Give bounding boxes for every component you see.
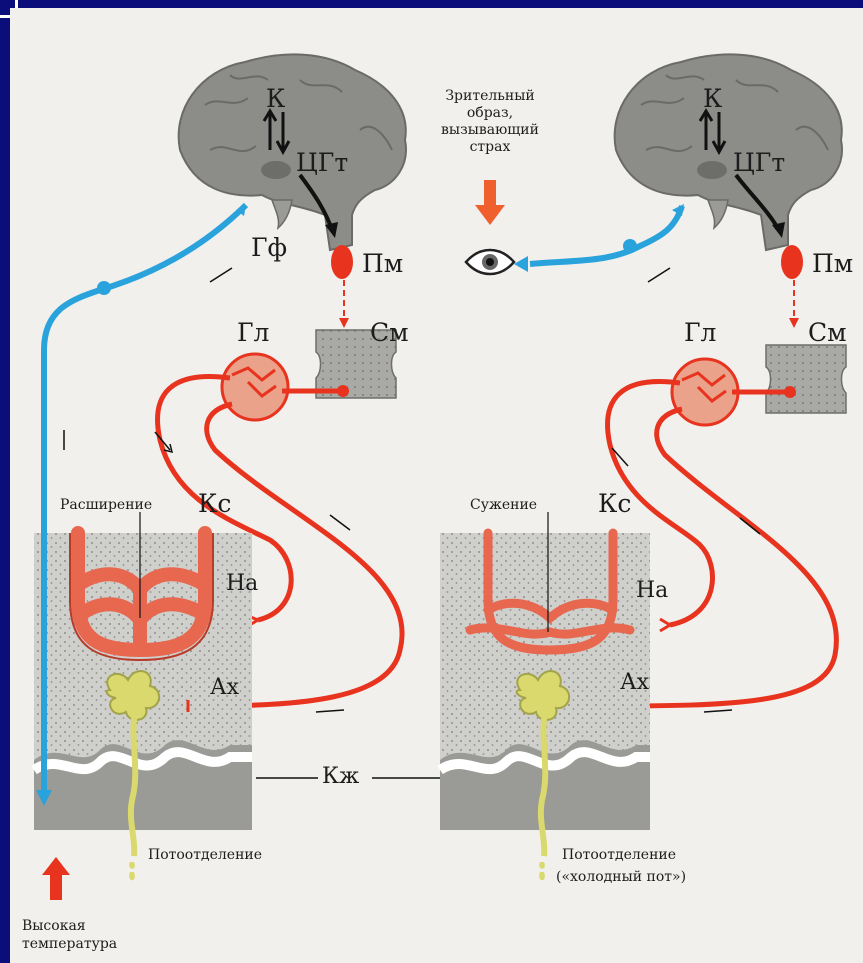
label-pm-right: Пм	[812, 251, 853, 276]
label-k-left: К	[266, 86, 285, 111]
label-skin: Кж	[322, 766, 359, 788]
pm-node-left	[331, 245, 353, 279]
label-vessel-state-left: Расширение	[60, 498, 152, 512]
label-sweat-left: Потоотделение	[148, 848, 262, 862]
label-na-left: На	[226, 573, 258, 595]
sm-block-right	[766, 345, 846, 413]
label-k-right: К	[703, 86, 722, 111]
eye-icon	[466, 250, 514, 274]
label-ax-right: Ах	[620, 672, 649, 694]
afferent-nerve-right	[530, 206, 682, 264]
label-ax-left: Ах	[210, 677, 239, 699]
label-cgt-left: ЦГт	[296, 150, 348, 175]
label-pm-left: Пм	[362, 251, 403, 276]
label-gf: Гф	[251, 235, 287, 260]
stimulus-line: страх	[420, 139, 560, 156]
label-ks-right: Кс	[598, 491, 631, 516]
label-gl-left: Гл	[237, 320, 269, 345]
label-sweat-right: Потоотделение	[562, 848, 676, 862]
label-visual-stimulus: Зрительный образ, вызывающий страх	[420, 88, 560, 156]
label-sm-left: См	[370, 320, 409, 345]
label-high-temp: Высокая температура	[22, 917, 142, 953]
stimulus-line: образ,	[420, 105, 560, 122]
stimulus-line: вызывающий	[420, 122, 560, 139]
label-sm-right: См	[808, 320, 847, 345]
label-na-right: На	[636, 580, 668, 602]
label-ks-left: Кс	[198, 491, 231, 516]
label-vessel-state-right: Сужение	[470, 498, 537, 512]
pm-node-right	[781, 245, 803, 279]
brain-right	[615, 54, 842, 250]
label-cold-sweat: («холодный пот»)	[556, 870, 686, 884]
label-gl-right: Гл	[684, 320, 716, 345]
brain-left	[179, 54, 406, 250]
stimulus-line: Зрительный	[420, 88, 560, 105]
label-cgt-right: ЦГт	[733, 150, 785, 175]
